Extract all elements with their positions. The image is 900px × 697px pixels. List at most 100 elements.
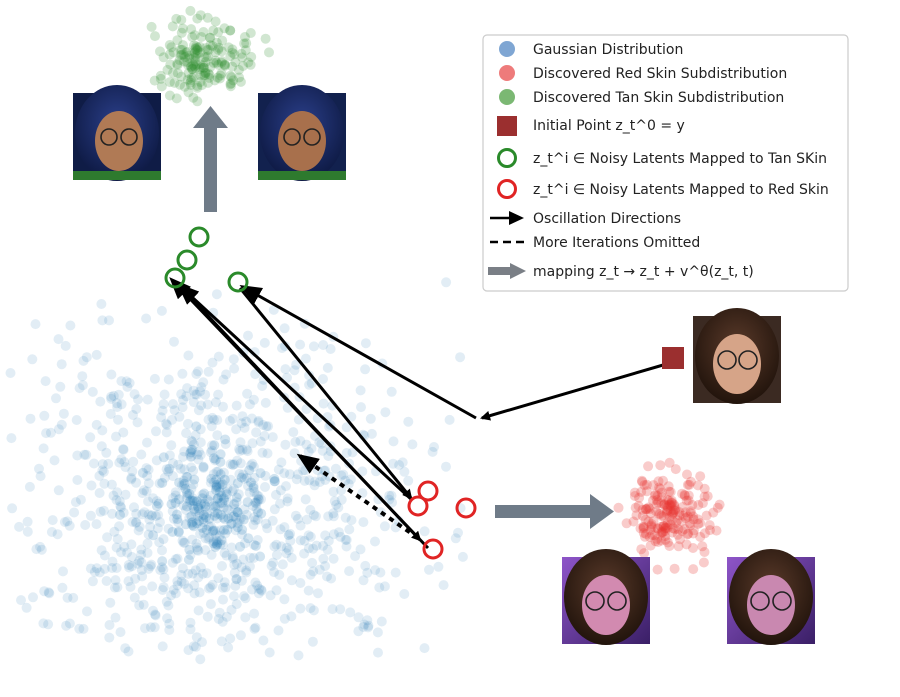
- scatter-point: [290, 436, 301, 447]
- scatter-point: [164, 77, 175, 88]
- scatter-point: [167, 493, 178, 503]
- scatter-point: [177, 23, 188, 34]
- scatter-point: [253, 417, 264, 428]
- scatter-point: [193, 446, 204, 457]
- scatter-point: [106, 393, 117, 404]
- scatter-point: [656, 487, 667, 498]
- scatter-point: [39, 586, 50, 597]
- scatter-point: [186, 511, 197, 522]
- scatter-point: [218, 467, 229, 478]
- scatter-point: [142, 471, 153, 481]
- scatter-point: [163, 466, 174, 477]
- scatter-point: [331, 499, 342, 510]
- portrait-tan-right: [258, 85, 346, 181]
- scatter-point: [126, 539, 137, 550]
- scatter-point: [680, 507, 691, 518]
- scatter-point: [656, 492, 667, 503]
- scatter-point: [203, 68, 214, 79]
- scatter-point: [95, 506, 106, 517]
- scatter-point: [688, 564, 699, 575]
- scatter-point: [257, 447, 268, 458]
- scatter-point: [170, 487, 181, 498]
- scatter-point: [341, 448, 352, 458]
- scatter-point: [228, 75, 239, 86]
- scatter-point: [79, 449, 90, 460]
- scatter-point: [280, 439, 291, 450]
- scatter-point: [228, 483, 239, 494]
- scatter-point: [228, 354, 239, 365]
- scatter-point: [142, 538, 153, 549]
- legend-label-red-ring: z_t^i ∈ Noisy Latents Mapped to Red Skin: [533, 182, 829, 198]
- scatter-point: [231, 492, 242, 503]
- scatter-point: [450, 533, 461, 544]
- scatter-point: [235, 513, 246, 523]
- scatter-point: [281, 542, 292, 553]
- scatter-point: [38, 618, 49, 629]
- scatter-point: [181, 47, 192, 58]
- scatter-point: [646, 519, 657, 530]
- scatter-point: [55, 381, 66, 392]
- scatter-point: [695, 531, 706, 542]
- scatter-point: [275, 485, 286, 496]
- scatter-point: [60, 340, 71, 351]
- scatter-point: [195, 77, 206, 87]
- scatter-point: [99, 550, 110, 561]
- scatter-point: [129, 592, 140, 603]
- scatter-point: [640, 531, 650, 542]
- scatter-point: [665, 487, 676, 497]
- scatter-point: [235, 541, 246, 552]
- scatter-point: [198, 60, 209, 71]
- scatter-point: [35, 471, 46, 482]
- scatter-point: [320, 530, 331, 541]
- scatter-point: [195, 499, 206, 510]
- scatter-point: [116, 502, 127, 513]
- scatter-point: [283, 530, 294, 541]
- scatter-point: [673, 524, 684, 535]
- scatter-point: [210, 542, 221, 552]
- scatter-point: [187, 436, 198, 447]
- scatter-point: [335, 531, 346, 542]
- scatter-point: [213, 27, 224, 38]
- scatter-point: [130, 517, 141, 528]
- scatter-point: [199, 488, 210, 499]
- scatter-point: [239, 473, 250, 484]
- scatter-point: [207, 440, 217, 451]
- scatter-point: [198, 377, 209, 388]
- scatter-point: [196, 32, 207, 42]
- scatter-point: [233, 489, 244, 500]
- scatter-point: [276, 457, 287, 468]
- scatter-point: [178, 40, 188, 51]
- scatter-point: [198, 27, 209, 37]
- scatter-point: [94, 567, 105, 578]
- scatter-point: [214, 487, 225, 497]
- scatter-point: [27, 354, 38, 365]
- scatter-point: [217, 35, 228, 46]
- scatter-point: [215, 457, 226, 467]
- scatter-point: [303, 585, 314, 596]
- scatter-point: [253, 494, 264, 505]
- scatter-point: [144, 514, 155, 525]
- scatter-point: [399, 466, 410, 477]
- scatter-point: [78, 623, 89, 634]
- scatter-point: [207, 41, 218, 51]
- scatter-point: [683, 495, 694, 506]
- scatter-point: [188, 521, 199, 532]
- scatter-point: [179, 56, 190, 67]
- scatter-point: [207, 412, 218, 423]
- scatter-point: [131, 508, 142, 519]
- scatter-point: [191, 632, 202, 643]
- scatter-point: [184, 488, 195, 499]
- scatter-point: [186, 451, 197, 462]
- scatter-point: [635, 523, 646, 534]
- scatter-point: [127, 466, 138, 477]
- scatter-point: [213, 614, 224, 624]
- scatter-point: [211, 397, 221, 408]
- legend-label-initial: Initial Point z_t^0 = y: [533, 118, 685, 134]
- scatter-point: [87, 576, 98, 587]
- scatter-point: [282, 496, 293, 507]
- scatter-point: [306, 443, 317, 454]
- scatter-point: [149, 622, 160, 633]
- scatter-point: [216, 68, 227, 79]
- scatter-point: [638, 522, 649, 533]
- scatter-point: [683, 528, 694, 539]
